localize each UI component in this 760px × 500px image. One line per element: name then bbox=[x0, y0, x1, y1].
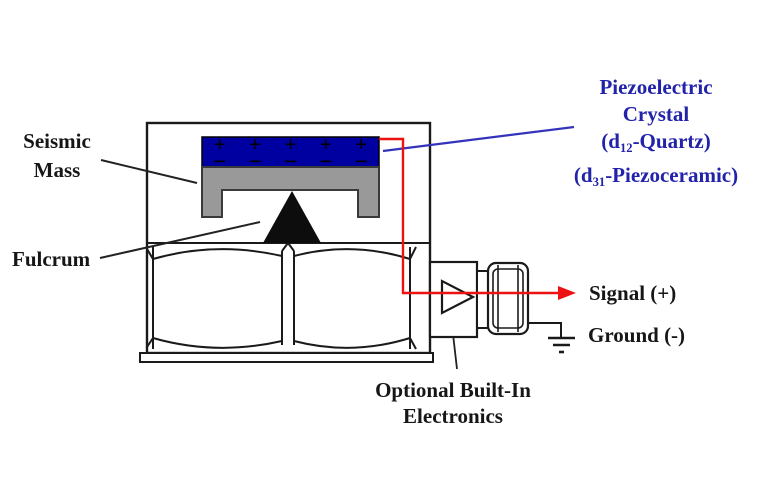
signal-label: Signal (+) bbox=[589, 281, 677, 305]
electronics-label-line1: Optional Built-In bbox=[375, 378, 531, 402]
hex-body-lines bbox=[146, 242, 430, 350]
ground-label: Ground (-) bbox=[588, 323, 686, 347]
ground-symbol bbox=[548, 336, 575, 354]
electronics-label-line2: Electronics bbox=[403, 404, 503, 428]
crystal-label-line3: (d12-Quartz) bbox=[601, 129, 711, 155]
connector-neck bbox=[476, 270, 489, 329]
base-plate bbox=[139, 352, 434, 363]
connector-nut bbox=[486, 261, 530, 336]
electronics-label: Optional Built-In Electronics bbox=[355, 377, 551, 429]
ground-wire bbox=[528, 322, 562, 337]
fulcrum-leader-line bbox=[99, 221, 261, 259]
piezo-crystal bbox=[201, 136, 380, 168]
crystal-label-line2: Crystal bbox=[622, 102, 690, 126]
crystal-label-line4: (d31-Piezoceramic) bbox=[573, 162, 739, 189]
seismic-mass-label-line1: Seismic bbox=[23, 129, 91, 153]
signal-arrowhead bbox=[558, 286, 576, 300]
seismic-mass-leader-line bbox=[100, 159, 198, 184]
crystal-label-line1: Piezoelectric bbox=[599, 75, 713, 99]
seismic-mass-label-line2: Mass bbox=[33, 158, 81, 182]
seismic-mass-shape bbox=[201, 166, 380, 218]
seismic-mass-label: Seismic Mass bbox=[6, 127, 108, 185]
fulcrum-triangle bbox=[263, 191, 321, 243]
amplifier-triangle bbox=[440, 279, 476, 315]
piezoelectric-crystal-label: Piezoelectric Crystal (d12-Quartz) (d31-… bbox=[550, 74, 760, 196]
fulcrum-label: Fulcrum bbox=[12, 247, 91, 271]
signal-path bbox=[379, 137, 560, 295]
crystal-leader-line bbox=[382, 125, 575, 153]
